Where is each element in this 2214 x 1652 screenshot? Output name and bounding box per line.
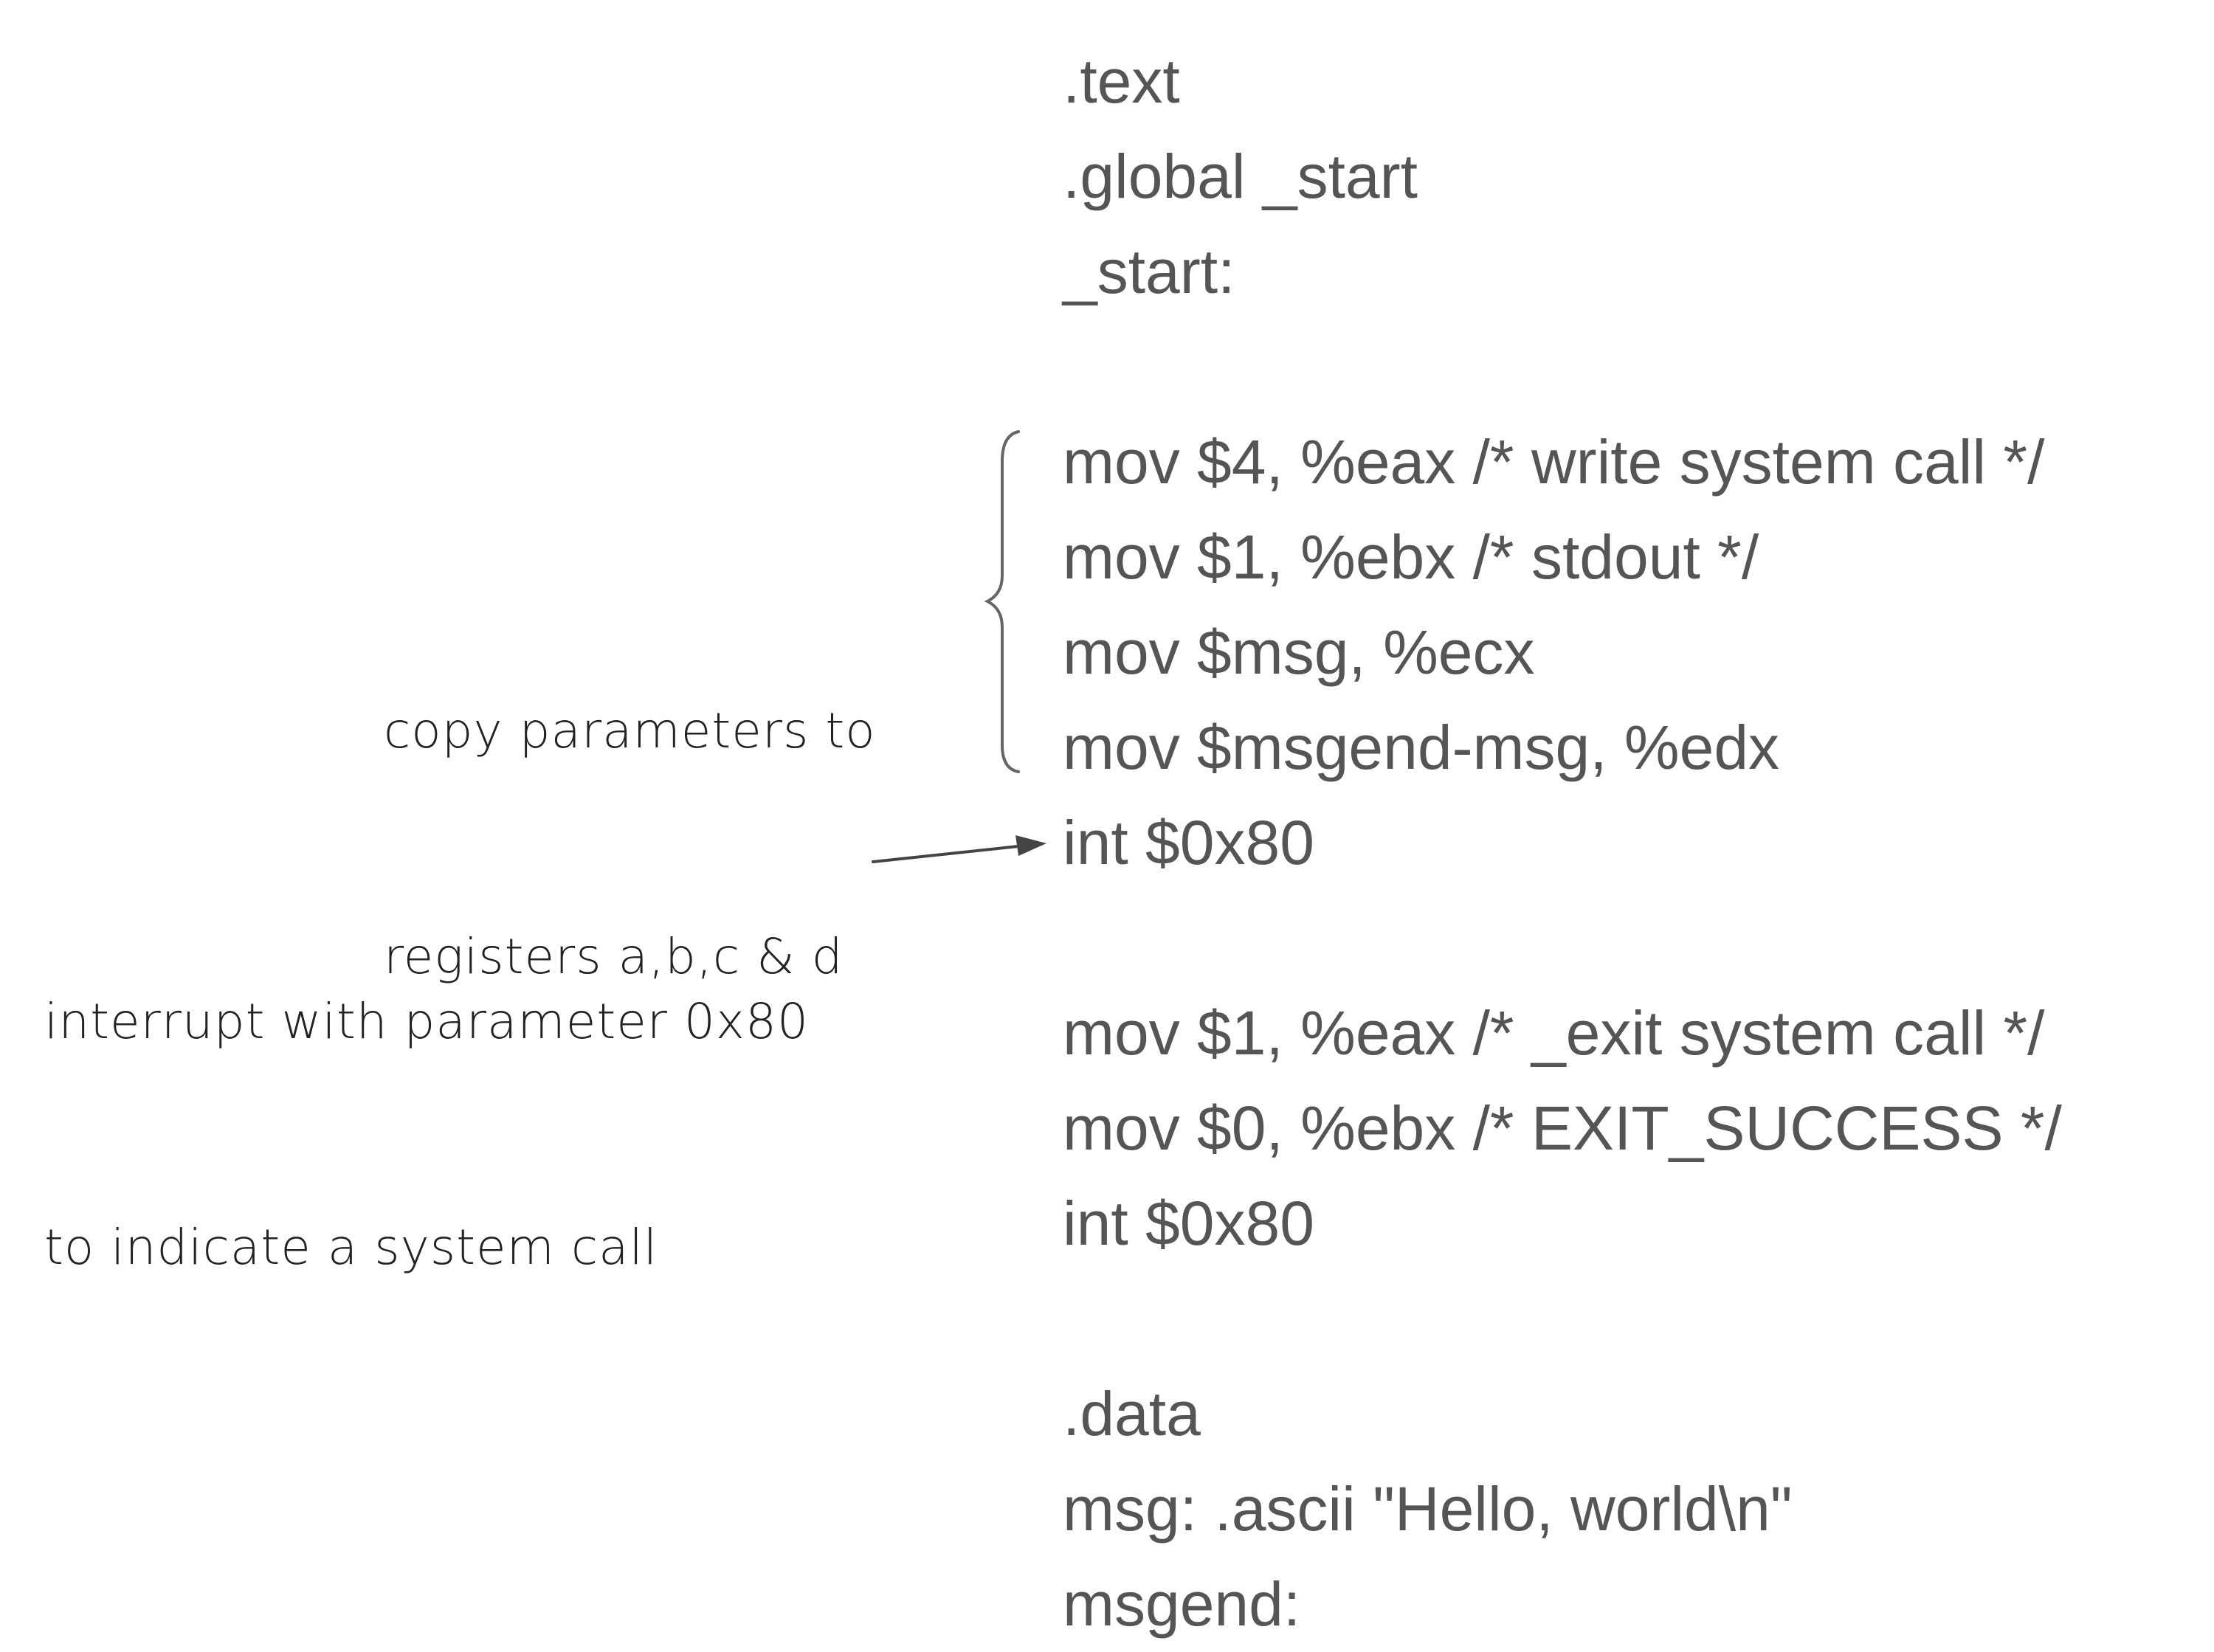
code-line-blank — [1063, 319, 2062, 415]
annotation-copy-parameters-line-1: copy parameters to — [384, 702, 876, 759]
code-line-global-start: .global _start — [1063, 142, 1418, 211]
assembly-code-listing: .text .global _start _start: mov $4, %ea… — [1063, 34, 2062, 1652]
annotation-interrupt-line-1: interrupt with parameter 0x80 — [44, 993, 809, 1050]
code-line-mov-eax-write: mov $4, %eax /* write system call */ — [1063, 427, 2045, 497]
annotation-interrupt: interrupt with parameter 0x80 to indicat… — [44, 834, 809, 1361]
arrow-head-icon — [1015, 835, 1046, 856]
annotation-copy-parameters: copy parameters to registers a,b,c & d — [384, 543, 876, 1070]
arrow-line — [872, 845, 1020, 863]
code-line-mov-edx-length: mov $msgend-msg, %edx — [1063, 713, 1780, 782]
code-line-mov-eax-exit: mov $1, %eax /* _exit system call */ — [1063, 998, 2045, 1068]
code-line-int-0x80-write: int $0x80 — [1063, 808, 1314, 877]
code-line-start-label: _start: — [1063, 237, 1235, 306]
code-line-int-0x80-exit: int $0x80 — [1063, 1189, 1314, 1258]
code-line-mov-ebx-success: mov $0, %ebx /* EXIT_SUCCESS */ — [1063, 1093, 2062, 1163]
code-line-text-section: .text — [1063, 46, 1180, 116]
code-line-mov-ecx-msg: mov $msg, %ecx — [1063, 618, 1535, 687]
code-line-blank — [1063, 1271, 2062, 1366]
code-line-data-section: .data — [1063, 1379, 1201, 1448]
annotation-interrupt-line-2: to indicate a system call — [44, 1219, 658, 1276]
code-line-msg-ascii: msg: .ascii "Hello, world\n" — [1063, 1474, 1793, 1544]
annotation-copy-parameters-line-2: registers a,b,c & d — [384, 928, 844, 985]
code-line-mov-ebx-stdout: mov $1, %ebx /* stdout */ — [1063, 522, 1759, 592]
code-line-msgend-label: msgend: — [1063, 1569, 1301, 1639]
code-line-blank — [1063, 891, 2062, 986]
curly-brace — [984, 430, 1020, 773]
